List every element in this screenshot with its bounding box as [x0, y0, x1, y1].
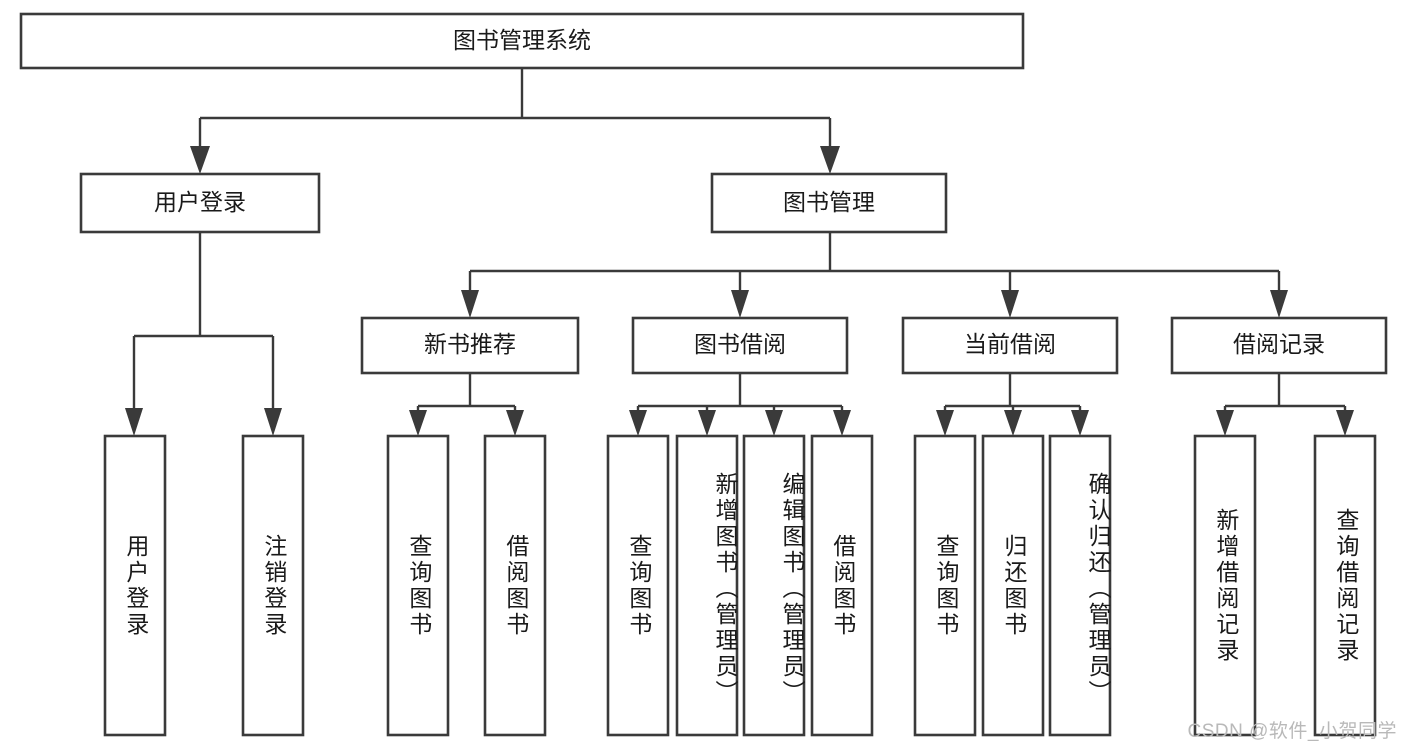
node-box-leaf-query-book-borrow[interactable]	[606, 434, 670, 737]
node-box-leaf-borrow-book[interactable]	[810, 434, 874, 737]
arrowhead-current-leaf-2	[1004, 410, 1022, 436]
node-box-root[interactable]	[19, 12, 1025, 70]
node-label-book-borrow: 图书借阅	[694, 331, 786, 357]
watermark-text: CSDN @软件_小贺同学	[1187, 721, 1397, 742]
node-box-leaf-logout[interactable]	[241, 434, 305, 737]
node-box-leaf-query-borrow-record[interactable]	[1313, 434, 1377, 737]
node-box-book-borrow[interactable]	[631, 316, 849, 375]
connector-group-bookmgmt	[461, 232, 1288, 318]
arrowhead-bookmgmt-child-1	[461, 290, 479, 318]
node-box-new-book-recommend[interactable]	[360, 316, 580, 375]
node-box-leaf-add-book-admin[interactable]	[675, 434, 739, 737]
arrowhead-bookmgmt-child-4	[1270, 290, 1288, 318]
node-box-leaf-borrow-book-new[interactable]	[483, 434, 547, 737]
node-box-leaf-edit-book-admin[interactable]	[742, 434, 806, 737]
arrowhead-bookmgmt-child-2	[731, 290, 749, 318]
arrowhead-record-leaf-2	[1336, 410, 1354, 436]
arrowhead-newbook-leaf-2	[506, 410, 524, 436]
node-box-leaf-add-borrow-record[interactable]	[1193, 434, 1257, 737]
connector-group-record	[1216, 373, 1354, 436]
node-box-book-management[interactable]	[710, 172, 948, 234]
arrowhead-borrow-leaf-3	[765, 410, 783, 436]
arrowhead-borrow-leaf-2	[698, 410, 716, 436]
node-box-leaf-query-book-new[interactable]	[386, 434, 450, 737]
connector-group-login	[125, 232, 282, 436]
arrowhead-current-leaf-1	[936, 410, 954, 436]
node-box-leaf-return-book[interactable]	[981, 434, 1045, 737]
connector-group-root	[190, 68, 840, 174]
node-box-leaf-confirm-return-admin[interactable]	[1048, 434, 1112, 737]
node-box-user-login[interactable]	[79, 172, 321, 234]
node-label-user-login: 用户登录	[154, 189, 246, 215]
arrowhead-newbook-leaf-1	[409, 410, 427, 436]
node-box-leaf-user-login[interactable]	[103, 434, 167, 737]
connector-group-borrow	[629, 373, 851, 436]
arrowhead-borrow-leaf-4	[833, 410, 851, 436]
node-label-borrow-record: 借阅记录	[1233, 331, 1325, 357]
node-box-current-borrow[interactable]	[901, 316, 1119, 375]
arrowhead-root-to-login	[190, 146, 210, 174]
arrowhead-login-leaf-1	[125, 408, 143, 436]
arrowhead-borrow-leaf-1	[629, 410, 647, 436]
node-label-current-borrow: 当前借阅	[964, 331, 1056, 357]
node-label-book-management: 图书管理	[783, 189, 875, 215]
connector-group-current	[936, 373, 1089, 436]
node-label-root: 图书管理系统	[453, 27, 591, 53]
node-box-borrow-record[interactable]	[1170, 316, 1388, 375]
arrowhead-root-to-bookmgmt	[820, 146, 840, 174]
arrowhead-login-leaf-2	[264, 408, 282, 436]
arrowhead-current-leaf-3	[1071, 410, 1089, 436]
arrowhead-record-leaf-1	[1216, 410, 1234, 436]
arrowhead-bookmgmt-child-3	[1001, 290, 1019, 318]
connector-group-newbook	[409, 373, 524, 436]
node-label-new-book-recommend: 新书推荐	[424, 331, 516, 357]
node-box-leaf-query-book-current[interactable]	[913, 434, 977, 737]
